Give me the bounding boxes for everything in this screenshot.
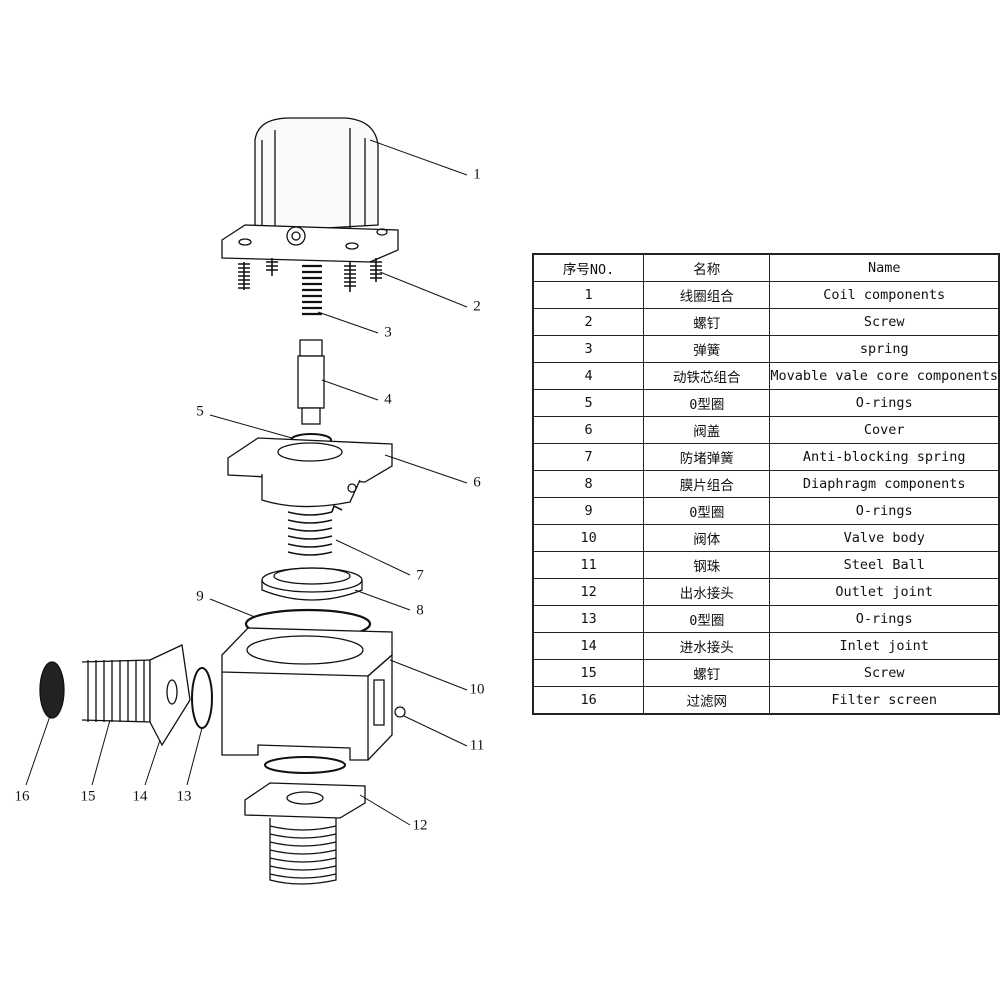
part-number: 1	[532, 281, 645, 309]
part-number: 16	[532, 686, 645, 715]
part-name-chinese: 螺钉	[643, 308, 771, 336]
part-name: Inlet joint	[769, 632, 1000, 660]
part-spring	[302, 264, 322, 316]
header-name: Name	[769, 253, 1000, 282]
callout-2: 2	[473, 298, 481, 315]
part-number: 13	[532, 605, 645, 633]
part-name-chinese: 出水接头	[643, 578, 771, 606]
part-filter-screen	[39, 661, 65, 719]
part-number: 9	[532, 497, 645, 525]
part-name: Outlet joint	[769, 578, 1000, 606]
part-name-chinese: 0型圈	[643, 605, 771, 633]
part-name-chinese: 线圈组合	[643, 281, 771, 309]
part-name-chinese: 过滤网	[643, 686, 771, 715]
part-number: 3	[532, 335, 645, 363]
part-name-chinese: 膜片组合	[643, 470, 771, 498]
header-no: 序号NO.	[532, 253, 645, 282]
part-name-chinese: 防堵弹簧	[643, 443, 771, 471]
callout-5: 5	[196, 403, 204, 420]
part-name: Diaphragm components	[769, 470, 1000, 498]
table-header-row: 序号NO. 名称 Name	[532, 253, 1000, 282]
part-name: Coil components	[769, 281, 1000, 309]
part-name: Steel Ball	[769, 551, 1000, 579]
callout-3: 3	[384, 324, 392, 341]
callout-14: 14	[132, 788, 148, 805]
part-name-chinese: 阀盖	[643, 416, 771, 444]
part-diaphragm	[261, 567, 363, 601]
part-number: 14	[532, 632, 645, 660]
part-name-chinese: 螺钉	[643, 659, 771, 687]
part-name: O-rings	[769, 497, 1000, 525]
part-name: O-rings	[769, 605, 1000, 633]
part-name-chinese: 弹簧	[643, 335, 771, 363]
callout-1: 1	[473, 166, 481, 183]
part-name: Screw	[769, 659, 1000, 687]
part-valve-body	[221, 627, 393, 761]
part-number: 11	[532, 551, 645, 579]
part-name: Movable vale core components	[769, 362, 1000, 390]
callout-8: 8	[416, 602, 424, 619]
part-outlet-joint	[244, 756, 366, 885]
part-name: Valve body	[769, 524, 1000, 552]
part-name-chinese: 0型圈	[643, 497, 771, 525]
part-coil	[221, 117, 399, 263]
part-name-chinese: 0型圈	[643, 389, 771, 417]
part-number: 7	[532, 443, 645, 471]
part-anti-blocking-spring	[287, 504, 343, 556]
part-name: Anti-blocking spring	[769, 443, 1000, 471]
part-name: Screw	[769, 308, 1000, 336]
part-number: 4	[532, 362, 645, 390]
part-number: 6	[532, 416, 645, 444]
part-name: Cover	[769, 416, 1000, 444]
part-name-chinese: 阀体	[643, 524, 771, 552]
callout-6: 6	[473, 474, 481, 491]
callout-15: 15	[80, 788, 96, 805]
part-name: Filter screen	[769, 686, 1000, 715]
callout-12: 12	[412, 817, 428, 834]
part-name: O-rings	[769, 389, 1000, 417]
callout-11: 11	[469, 737, 485, 754]
callout-10: 10	[469, 681, 485, 698]
part-number: 2	[532, 308, 645, 336]
part-number: 5	[532, 389, 645, 417]
callout-16: 16	[14, 788, 30, 805]
callout-7: 7	[416, 567, 424, 584]
part-number: 10	[532, 524, 645, 552]
part-name: spring	[769, 335, 1000, 363]
part-oring-13	[191, 667, 213, 729]
header-chinese-name: 名称	[643, 253, 771, 282]
part-name-chinese: 动铁芯组合	[643, 362, 771, 390]
part-steel-ball	[394, 706, 406, 718]
part-screws	[238, 258, 382, 292]
part-name-chinese: 钢珠	[643, 551, 771, 579]
part-number: 15	[532, 659, 645, 687]
part-core	[297, 339, 325, 425]
part-number: 8	[532, 470, 645, 498]
leader-lines	[25, 139, 468, 826]
part-inlet-joint	[81, 644, 191, 747]
callout-4: 4	[384, 391, 392, 408]
callout-13: 13	[176, 788, 192, 805]
callout-9: 9	[196, 588, 204, 605]
part-number: 12	[532, 578, 645, 606]
part-name-chinese: 进水接头	[643, 632, 771, 660]
part-cover	[227, 437, 393, 508]
